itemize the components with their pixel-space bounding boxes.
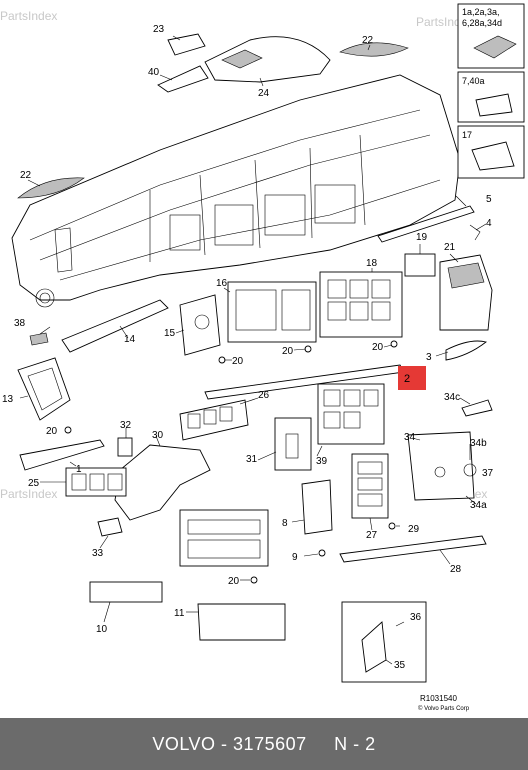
- callout-21: 21: [444, 242, 456, 253]
- callout-20: 20: [282, 346, 294, 357]
- glovebox-frame: [179, 509, 269, 567]
- callout-18: 18: [366, 258, 378, 269]
- callout-10: 10: [96, 624, 108, 635]
- callout-39: 39: [316, 456, 328, 467]
- callout-24: 24: [258, 88, 270, 99]
- watermark: PartsIndex: [0, 487, 57, 501]
- callout-32: 32: [120, 420, 132, 431]
- part-1: [19, 439, 105, 471]
- callout-34c: 34c: [444, 392, 460, 403]
- part-16: [227, 281, 317, 343]
- callout-1: 1: [76, 464, 82, 475]
- callout-38: 38: [14, 318, 26, 329]
- callout-13: 13: [2, 394, 14, 405]
- callout-19: 19: [416, 232, 428, 243]
- callout-20: 20: [46, 426, 58, 437]
- callout-36: 36: [410, 612, 422, 623]
- brand: VOLVO: [152, 733, 216, 754]
- inset-panel-1: 1a,2a,3a, 6,28a,34d: [457, 3, 525, 69]
- inset-35-36: [341, 601, 427, 683]
- callout-37: 37: [482, 468, 494, 479]
- part-31: [274, 417, 312, 471]
- part-28: [339, 535, 487, 563]
- svg-text:1a,2a,3a,: 1a,2a,3a,: [462, 7, 500, 17]
- part-4: [469, 224, 481, 241]
- part-27: [351, 453, 389, 519]
- part-26: [179, 399, 249, 441]
- svg-text:6,28a,34d: 6,28a,34d: [462, 18, 502, 28]
- part-number: 3175607: [233, 733, 307, 754]
- callout-20: 20: [372, 342, 384, 353]
- part-34c: [461, 399, 493, 417]
- callout-5: 5: [486, 194, 492, 205]
- svg-text:7,40a: 7,40a: [462, 76, 485, 86]
- highlight-box: [398, 366, 426, 390]
- part-15: [179, 294, 221, 356]
- callout-27: 27: [366, 530, 378, 541]
- part-footer-bar: VOLVO - 3175607 N - 2: [0, 718, 528, 770]
- callout-34a: 34a: [470, 500, 487, 511]
- callout-11: 11: [174, 608, 185, 619]
- callout-3: 3: [426, 352, 432, 363]
- callout-31: 31: [246, 454, 258, 465]
- callout-2: 2: [404, 373, 410, 385]
- callout-20: 20: [228, 576, 240, 587]
- callout-28: 28: [450, 564, 462, 575]
- part-25: [65, 467, 127, 497]
- callout-22: 22: [362, 35, 374, 46]
- callout-16: 16: [216, 278, 228, 289]
- callout-30: 30: [152, 430, 164, 441]
- callout-33: 33: [92, 548, 104, 559]
- callout-22: 22: [20, 170, 32, 181]
- callout-29: 29: [408, 524, 420, 535]
- copyright: © Volvo Parts Corp: [418, 705, 470, 712]
- part-23: [167, 33, 206, 56]
- part-13: [17, 357, 71, 421]
- inset-panel-3: 17: [457, 125, 525, 179]
- part-3: [445, 340, 488, 361]
- part-10: [89, 581, 163, 603]
- callout-8: 8: [282, 518, 288, 529]
- part-19: [404, 253, 436, 277]
- drawing-ref: R1031540: [420, 694, 457, 703]
- part-8: [301, 479, 333, 535]
- part-39: [317, 383, 385, 445]
- watermark: PartsIndex: [0, 9, 57, 23]
- inset-panel-2: 7,40a: [457, 71, 525, 123]
- part-14: [61, 299, 169, 353]
- part-24: [204, 36, 331, 83]
- position-label: N - 2: [334, 733, 376, 754]
- part-34: [407, 431, 475, 501]
- callout-9: 9: [292, 552, 298, 563]
- part-37: [463, 463, 477, 477]
- dashboard-frame: [11, 74, 461, 308]
- callout-40: 40: [148, 67, 160, 78]
- callout-25: 25: [28, 478, 40, 489]
- callout-34: 34: [404, 432, 416, 443]
- callout-14: 14: [124, 334, 136, 345]
- svg-text:17: 17: [462, 130, 472, 140]
- callout-26: 26: [258, 390, 270, 401]
- leader-lines: [19, 35, 487, 623]
- part-38: [29, 332, 49, 346]
- callout-20: 20: [232, 356, 244, 367]
- exploded-parts-diagram: PartsIndex PartsIndex PartsIndex PartsIn…: [0, 3, 525, 712]
- part-32: [117, 437, 133, 457]
- part-11: [197, 603, 286, 641]
- callout-35: 35: [394, 660, 406, 671]
- part-22-left: [17, 177, 85, 199]
- callout-4: 4: [486, 218, 492, 229]
- callout-15: 15: [164, 328, 176, 339]
- callout-23: 23: [153, 24, 165, 35]
- part-18: [319, 271, 403, 338]
- part-30: [114, 444, 211, 521]
- part-5: [377, 205, 475, 243]
- part-22-right: [339, 42, 409, 57]
- part-33: [97, 517, 123, 537]
- part-40: [157, 65, 209, 93]
- callout-34b: 34b: [470, 438, 487, 449]
